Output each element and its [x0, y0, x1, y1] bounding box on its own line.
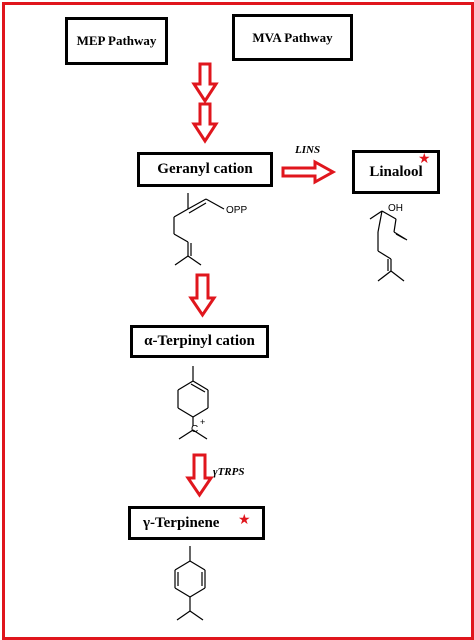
- hollow-red-arrow-icon: [185, 453, 214, 498]
- hollow-red-arrow-icon: [188, 273, 217, 318]
- geranyl-cation-label: Geranyl cation: [157, 161, 253, 177]
- linalool-star-icon: ★: [418, 152, 431, 167]
- mva-pathway-label: MVA Pathway: [252, 29, 333, 45]
- mep-pathway-box: MEP Pathway: [65, 17, 168, 65]
- opp-label: OPP: [226, 205, 247, 216]
- oh-label: OH: [388, 203, 403, 214]
- terpinyl-structure: [177, 366, 209, 440]
- gamma-terpinene-label: γ-Terpinene: [143, 514, 220, 531]
- geranyl-cation-box: Geranyl cation: [137, 152, 273, 187]
- hollow-red-arrow-icon: [191, 102, 219, 144]
- mva-pathway-box: MVA Pathway: [232, 14, 353, 61]
- linalool-label: Linalool: [369, 163, 423, 180]
- alpha-terpinyl-cation-label: α-Terpinyl cation: [144, 333, 255, 349]
- carbocation-charge: +: [200, 417, 205, 427]
- linalool-structure: [369, 210, 408, 282]
- alpha-terpinyl-cation-box: α-Terpinyl cation: [130, 325, 269, 358]
- trps-enzyme-label: γTRPS: [213, 466, 245, 478]
- geranyl-structure: [173, 193, 225, 266]
- hollow-red-arrow-icon: [281, 159, 337, 185]
- mep-pathway-label: MEP Pathway: [76, 33, 157, 48]
- terpinene-star-icon: ★: [238, 513, 251, 528]
- gamma-terpinene-box: γ-Terpinene: [128, 506, 265, 540]
- hollow-red-arrow-icon: [191, 62, 219, 104]
- lins-enzyme-label: LINS: [295, 144, 321, 156]
- linalool-box: Linalool: [352, 150, 440, 194]
- carbocation-label: C: [191, 424, 198, 435]
- terpinene-structure: [174, 546, 206, 621]
